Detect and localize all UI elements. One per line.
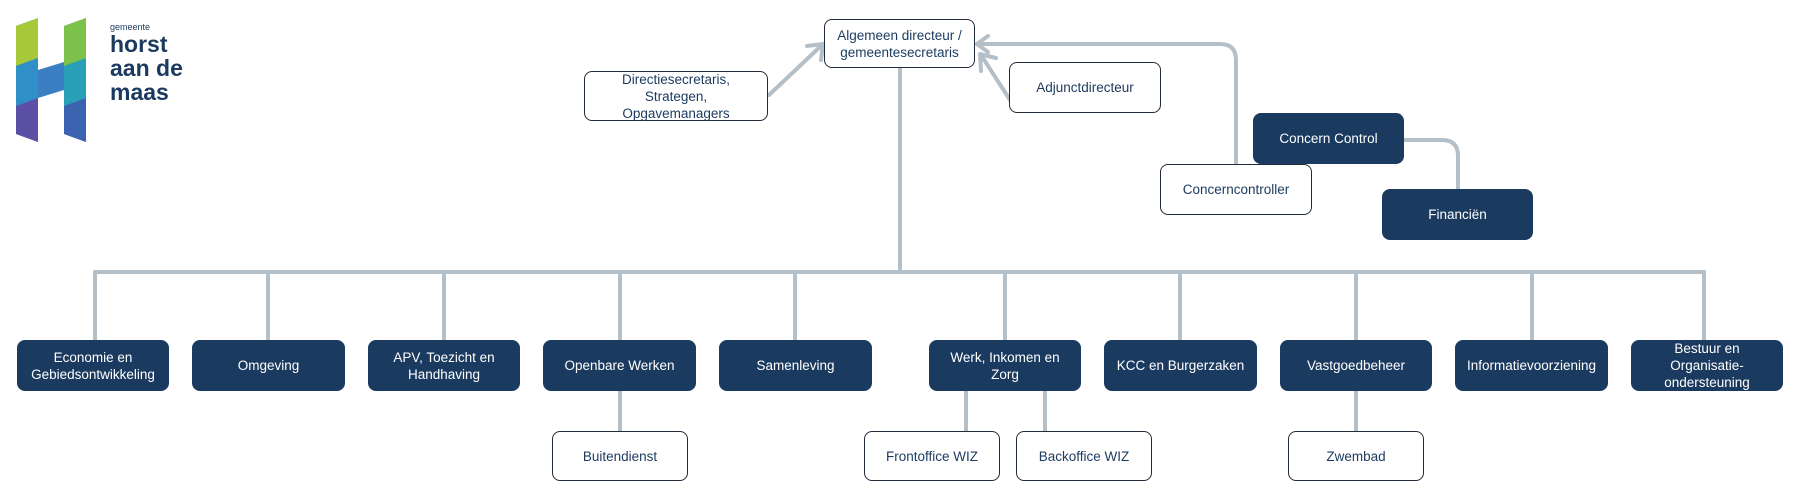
node-backoffice: Backoffice WIZ — [1016, 431, 1152, 481]
node-concern-control: Concern Control — [1253, 113, 1404, 164]
node-samenleving: Samenleving — [719, 340, 872, 391]
logo-small-text: gemeente — [110, 22, 151, 32]
node-secretariaat: Directiesecretaris, Strategen, Opgaveman… — [584, 71, 768, 121]
node-zwembad: Zwembad — [1288, 431, 1424, 481]
logo-wordmark: gemeente horst aan de maas — [110, 22, 183, 104]
node-director: Algemeen directeur / gemeentesecretaris — [824, 19, 975, 68]
arrowhead-adjunct — [978, 52, 998, 73]
arrowhead-concerncontroller — [975, 34, 990, 54]
node-apv: APV, Toezicht en Handhaving — [368, 340, 520, 391]
node-adjunct: Adjunctdirecteur — [1009, 62, 1161, 113]
node-concerncontroller: Concerncontroller — [1160, 164, 1312, 215]
logo-line-2: aan de — [110, 55, 183, 81]
logo-line-1: horst — [110, 31, 168, 57]
logo-line-3: maas — [110, 79, 169, 105]
node-kcc: KCC en Burgerzaken — [1104, 340, 1257, 391]
node-buitendienst: Buitendienst — [552, 431, 688, 481]
node-openbare-werken: Openbare Werken — [543, 340, 696, 391]
logo-h-icon — [16, 18, 86, 142]
arrow-concerncontroller — [975, 42, 1238, 167]
arrow-adjunct — [979, 53, 1012, 102]
node-economie: Economie en Gebiedsontwikkeling — [17, 340, 169, 391]
node-vastgoed: Vastgoedbeheer — [1280, 340, 1432, 391]
node-financien: Financiën — [1382, 189, 1533, 240]
line-financien — [1400, 138, 1460, 193]
arrowhead-secretariaat — [805, 42, 825, 62]
node-omgeving: Omgeving — [192, 340, 345, 391]
node-informatie: Informatievoorziening — [1455, 340, 1608, 391]
node-frontoffice: Frontoffice WIZ — [864, 431, 1000, 481]
arrow-secretariaat — [767, 43, 824, 97]
node-bestuur: Bestuur en Organisatie-ondersteuning — [1631, 340, 1783, 391]
node-werk: Werk, Inkomen en Zorg — [929, 340, 1081, 391]
